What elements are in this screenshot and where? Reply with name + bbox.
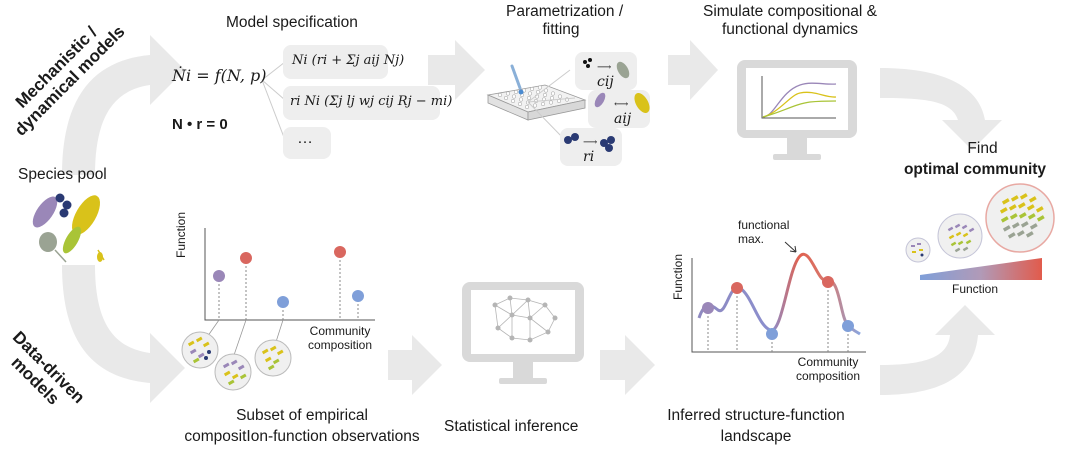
arrow-top-2 bbox=[668, 40, 718, 100]
simulate-title-line2: functional dynamics bbox=[721, 21, 859, 38]
param-c-text: cij bbox=[597, 74, 614, 90]
param-pills bbox=[560, 52, 650, 166]
equation-option-2: ri Ni (Σj lj wj cij Rj − mi) bbox=[290, 94, 453, 109]
curved-arrow-bottom-left bbox=[62, 265, 185, 403]
arrow-bottom-2 bbox=[600, 335, 655, 395]
equation-constraint: N • r = 0 bbox=[172, 116, 228, 133]
eq-pill-3 bbox=[283, 127, 331, 159]
microplate-graphic bbox=[486, 64, 587, 141]
simulate-title: Simulate compositional & functional dyna… bbox=[690, 3, 890, 39]
curved-arrow-top-right bbox=[880, 68, 1002, 150]
arrow-top-1 bbox=[428, 40, 485, 100]
top-monitor bbox=[737, 60, 857, 160]
community-circle-2 bbox=[214, 353, 252, 391]
stat-inference-title: Statistical inference bbox=[444, 418, 579, 435]
bottom-monitor bbox=[462, 282, 584, 384]
curved-arrow-bottom-right bbox=[880, 305, 995, 395]
eq-pill-2 bbox=[283, 86, 440, 120]
subset-title-line1: Subset of empirical bbox=[236, 407, 368, 424]
obs-point-3 bbox=[277, 296, 289, 308]
simulate-title-line1: Simulate compositional & bbox=[702, 3, 878, 20]
landscape-title-line1: Inferred structure-function bbox=[667, 407, 845, 424]
model-spec-connectors bbox=[261, 61, 286, 141]
functional-max-line1: functional bbox=[738, 218, 790, 232]
eq-pill-1 bbox=[283, 45, 388, 79]
landscape-x-axis-line1: Community bbox=[797, 355, 859, 369]
param-a-label: ⟷aij bbox=[614, 99, 632, 127]
find-label: Find bbox=[967, 140, 998, 157]
obs-x-axis-line1: Community bbox=[309, 324, 371, 338]
obs-point-1 bbox=[213, 270, 225, 282]
function-gradient-wedge bbox=[920, 258, 1042, 280]
param-c-label: ⟶cij bbox=[597, 62, 614, 90]
equation-option-1: Ni (ri + Σj aij Nj) bbox=[292, 53, 405, 68]
functional-max-line2: max. bbox=[738, 232, 765, 246]
landscape-x-axis-label: Community composition bbox=[788, 355, 868, 383]
optimal-communities bbox=[905, 183, 1055, 280]
equation-option-ellipsis: … bbox=[297, 130, 313, 147]
observations-chart bbox=[181, 228, 375, 391]
landscape-curve bbox=[697, 252, 861, 336]
community-circle-1 bbox=[181, 331, 219, 369]
community-circle-3 bbox=[254, 339, 292, 377]
arrow-bottom-1 bbox=[388, 335, 442, 395]
species-pool-label: Species pool bbox=[18, 166, 107, 183]
obs-x-axis-label: Community composition bbox=[300, 324, 380, 352]
landscape-title: Inferred structure-function landscape bbox=[656, 405, 856, 447]
param-title-line2: fitting bbox=[542, 21, 580, 38]
subset-title: Subset of empirical compositIon-function… bbox=[172, 405, 432, 447]
optimal-community-label: optimal community bbox=[903, 161, 1047, 178]
species-pool-graphic bbox=[32, 193, 105, 263]
model-spec-title: Model specification bbox=[226, 14, 358, 31]
param-r-text: ri bbox=[583, 149, 595, 165]
obs-x-axis-line2: composition bbox=[307, 338, 373, 352]
obs-point-4 bbox=[334, 246, 346, 258]
landscape-title-line2: landscape bbox=[720, 428, 792, 445]
param-title: Parametrization / fitting bbox=[506, 3, 624, 39]
param-a-text: aij bbox=[614, 111, 632, 127]
param-title-line1: Parametrization / bbox=[506, 3, 624, 20]
landscape-chart bbox=[691, 241, 866, 353]
obs-y-axis-label: Function bbox=[174, 211, 188, 258]
equation-main: Ṅi = f(N, p) bbox=[172, 66, 267, 85]
function-gradient-label: Function bbox=[951, 282, 999, 296]
landscape-x-axis-line2: composition bbox=[795, 369, 861, 383]
functional-max-annotation: functional max. bbox=[738, 218, 789, 246]
curved-arrow-top-left bbox=[62, 35, 185, 175]
landscape-y-axis-label: Function bbox=[671, 253, 685, 300]
param-r-label: ⟶ri bbox=[583, 137, 598, 165]
obs-point-5 bbox=[352, 290, 364, 302]
obs-point-2 bbox=[240, 252, 252, 264]
subset-title-line2: compositIon-function observations bbox=[184, 428, 420, 445]
